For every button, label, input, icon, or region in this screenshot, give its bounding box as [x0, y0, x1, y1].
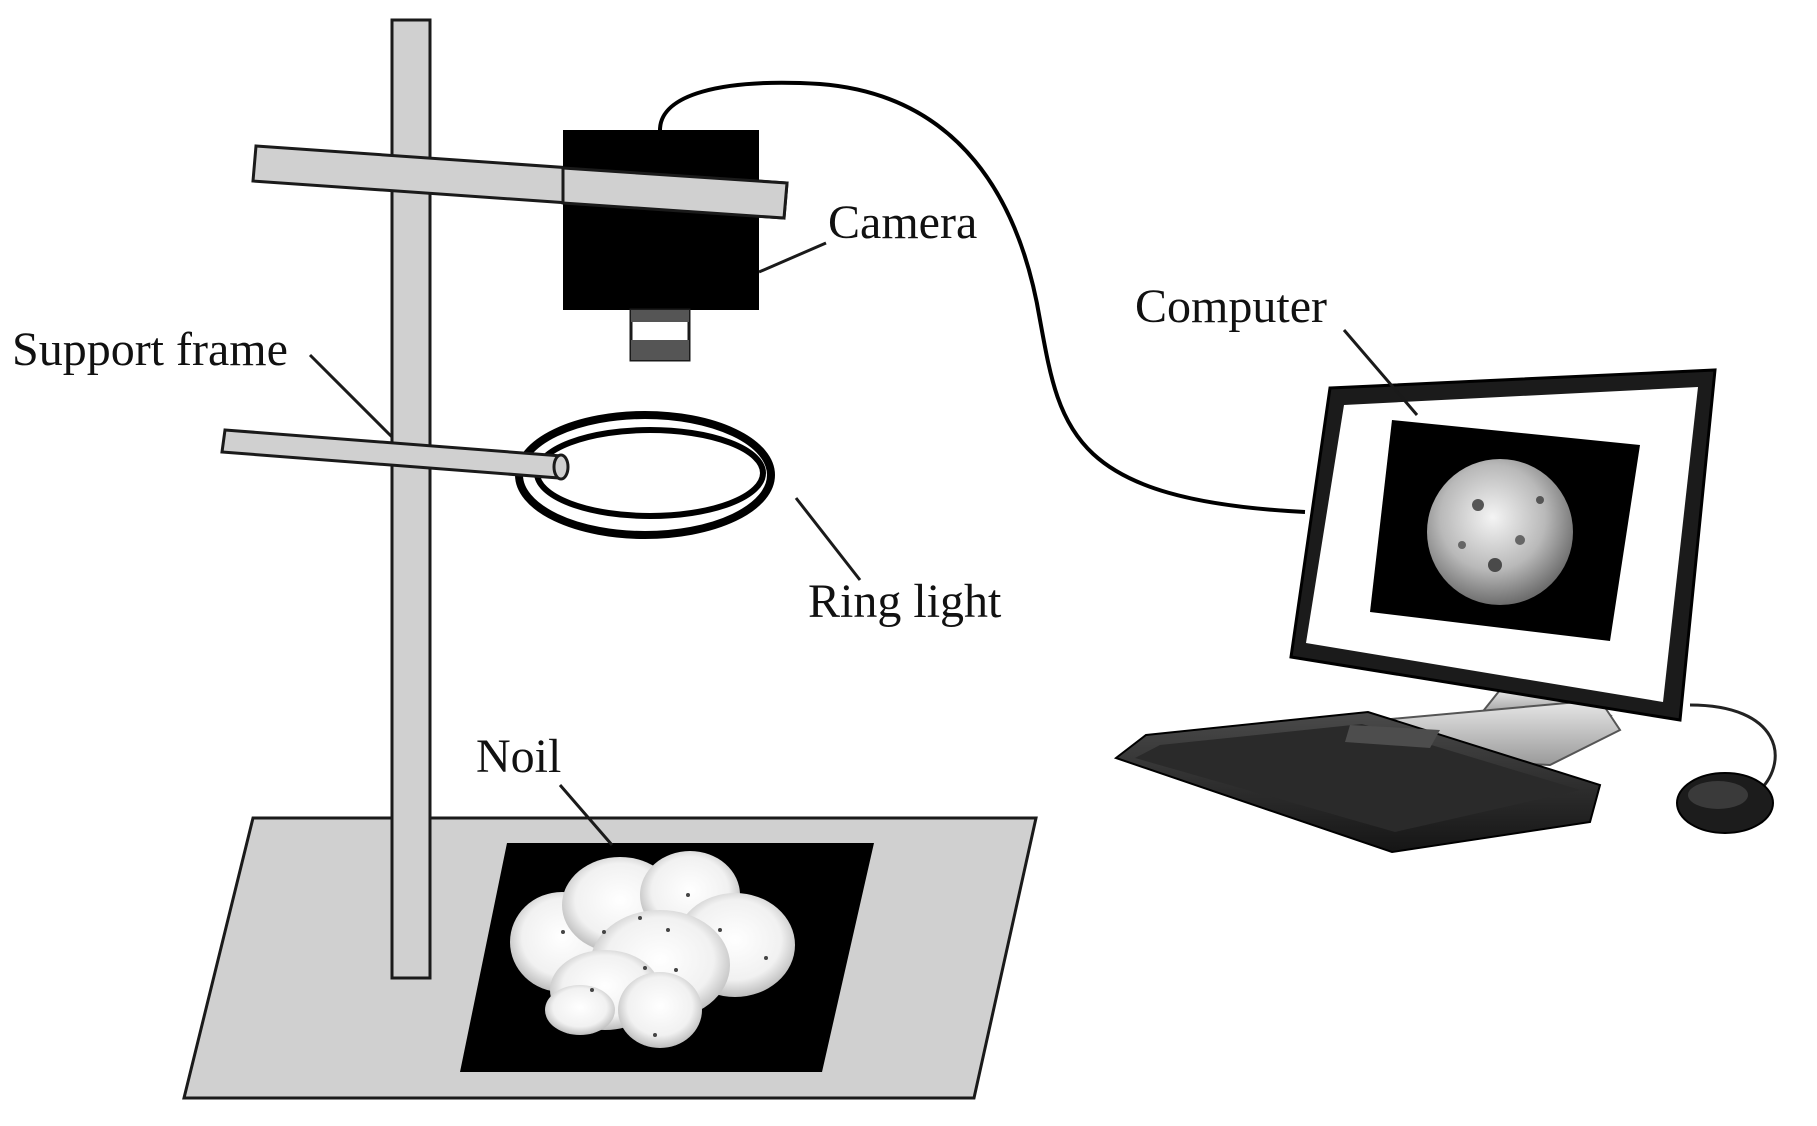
ring-light-leader-line	[794, 497, 862, 581]
label-camera: Camera	[828, 196, 977, 249]
label-computer: Computer	[1135, 280, 1327, 333]
camera-lens	[629, 308, 691, 362]
label-noil: Noil	[476, 730, 561, 783]
computer-monitor	[1289, 368, 1717, 767]
noil-leader-line	[558, 784, 614, 846]
support-frame-leader-line	[308, 353, 394, 439]
mouse-cable	[1689, 703, 1777, 792]
monitor-image-sample	[1427, 459, 1573, 605]
keyboard	[1113, 710, 1602, 854]
camera-cable	[658, 80, 1306, 514]
label-support-frame: Support frame	[12, 323, 288, 376]
camera-leader-line	[758, 241, 827, 274]
label-ring-light: Ring light	[808, 575, 1002, 628]
camera-body	[563, 130, 759, 310]
noil-cotton	[510, 851, 795, 1048]
computer-leader-line	[1342, 329, 1419, 416]
